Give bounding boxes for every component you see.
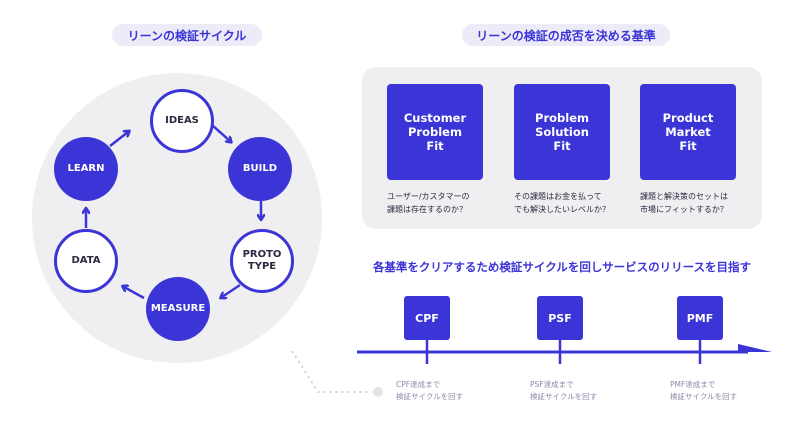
node-prototype: PROTO TYPE bbox=[230, 229, 294, 293]
card-product-market-fit: Product Market Fit bbox=[640, 84, 736, 180]
note-pmf: PMF達成まで 検証サイクルを回す bbox=[670, 380, 738, 401]
desc-problem-solution-fit: その課題はお金を払って でも解決したいレベルか？ bbox=[514, 192, 610, 214]
arrow-measure-data bbox=[124, 287, 145, 300]
node-build: BUILD bbox=[228, 137, 292, 201]
criteria-title: リーンの検証の成否を決める基準 bbox=[462, 24, 670, 46]
node-learn: LEARN bbox=[54, 137, 118, 201]
card-customer-problem-fit: Customer Problem Fit bbox=[387, 84, 483, 180]
desc-customer-problem-fit: ユーザー/カスタマーの 課題は存在するのか？ bbox=[387, 192, 470, 214]
cycle-title: リーンの検証サイクル bbox=[112, 24, 262, 46]
milestone-cpf: CPF bbox=[404, 296, 450, 340]
node-ideas: IDEAS bbox=[150, 89, 214, 153]
timeline-goal: 各基準をクリアするため検証サイクルを回しサービスのリリースを目指す bbox=[372, 260, 752, 274]
note-cpf: CPF達成まで 検証サイクルを回す bbox=[396, 380, 464, 401]
arrow-ideas-build bbox=[211, 124, 230, 141]
arrow-proto-measure bbox=[222, 283, 241, 297]
node-data: DATA bbox=[54, 229, 118, 293]
card-problem-solution-fit: Problem Solution Fit bbox=[514, 84, 610, 180]
dotted-connector bbox=[291, 350, 372, 393]
arrow-learn-ideas bbox=[109, 132, 128, 147]
timeline-arrowhead bbox=[738, 344, 772, 352]
milestone-psf: PSF bbox=[537, 296, 583, 340]
desc-product-market-fit: 課題と解決策のセットは 市場にフィットするか？ bbox=[640, 192, 728, 214]
milestone-pmf: PMF bbox=[677, 296, 723, 340]
note-psf: PSF達成まで 検証サイクルを回す bbox=[530, 380, 598, 401]
connector-dot bbox=[373, 387, 383, 397]
node-measure: MEASURE bbox=[146, 277, 210, 341]
